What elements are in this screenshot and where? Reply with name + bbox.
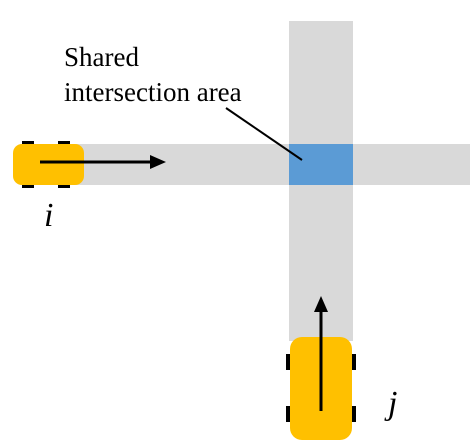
annotation-leader-line — [225, 107, 303, 161]
annotation-line-2: intersection area — [64, 77, 242, 107]
vehicle-i — [13, 141, 84, 188]
vehicle-j-heading-arrowhead — [314, 296, 328, 312]
shared-intersection-area — [289, 144, 353, 185]
vehicle-i-heading-arrowhead — [150, 155, 166, 169]
horizontal-road — [40, 144, 470, 185]
vehicle-j-label: j — [384, 385, 397, 422]
annotation-line-1: Shared — [64, 42, 139, 72]
vehicle-i-label: i — [44, 197, 53, 234]
vehicle-i-body — [13, 144, 84, 185]
